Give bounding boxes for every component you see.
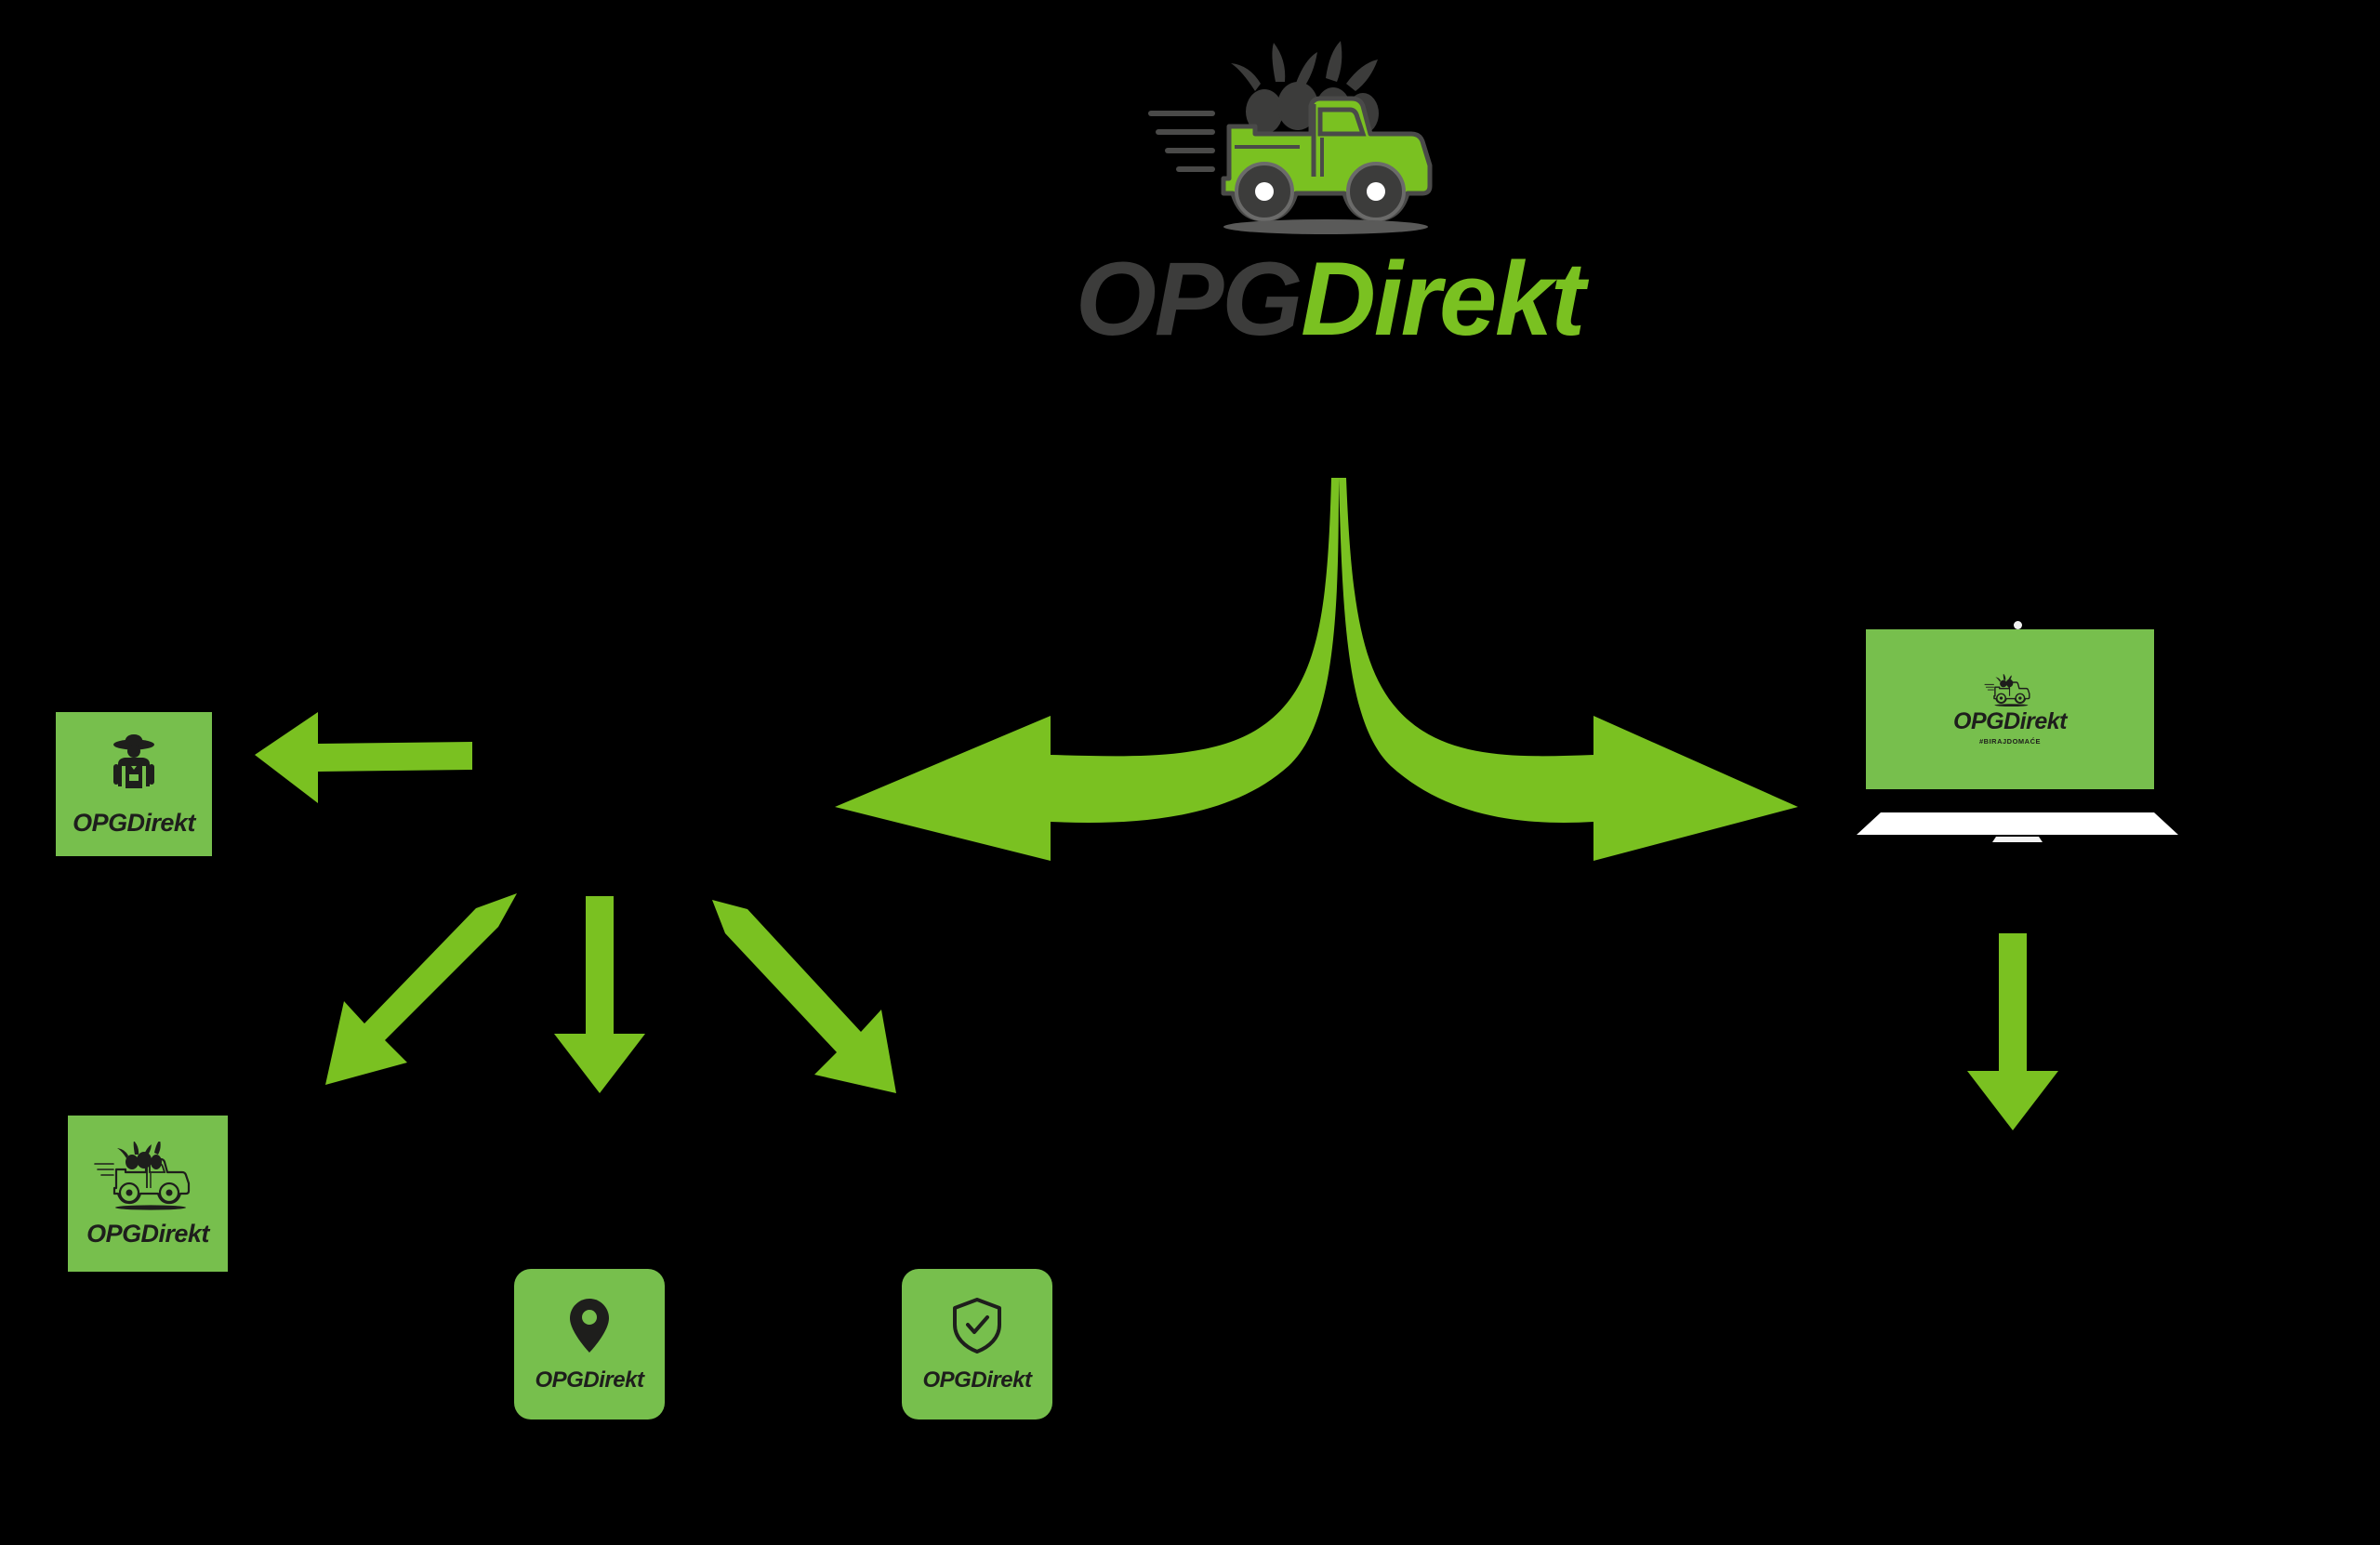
tile-wordmark-direkt: Direkt: [971, 1367, 1032, 1393]
tile-wordmark-opg: OPG: [86, 1219, 141, 1248]
curved-arrow-pointing-left: [835, 478, 1339, 861]
location-pin-icon: [570, 1299, 609, 1353]
arrow-pointing-down: [1967, 933, 2058, 1130]
laptop-base: [1857, 812, 2178, 842]
laptop-screen: OPGDirekt #BIRAJDOMAĆE: [1866, 629, 2154, 789]
tile-wordmark: OPGDirekt: [86, 1221, 209, 1247]
arrow-pointing-down: [554, 896, 645, 1093]
arrow-pointing-down-left: [325, 893, 517, 1085]
tile-wordmark: OPGDirekt: [535, 1367, 644, 1393]
tile-wordmark-direkt: Direkt: [140, 1219, 210, 1248]
tile-wordmark-opg: OPG: [535, 1367, 584, 1393]
tile-location[interactable]: OPGDirekt: [514, 1269, 665, 1420]
laptop-screen-wordmark-direkt: Direkt: [2003, 707, 2067, 734]
tile-wordmark-direkt: Direkt: [126, 809, 196, 837]
tile-delivery[interactable]: OPGDirekt: [68, 1116, 228, 1272]
tile-wordmark-direkt: Direkt: [583, 1367, 644, 1393]
delivery-truck-with-vegetables-icon: [1148, 41, 1433, 234]
tile-farmer[interactable]: OPGDirekt: [56, 712, 212, 856]
laptop-screen-wordmark-opg: OPG: [1953, 707, 2004, 734]
webcam-dot-icon: [2013, 621, 2022, 629]
delivery-truck-icon: [1984, 673, 2030, 706]
delivery-truck-icon: [94, 1141, 191, 1210]
hero-logo: OPGDirekt: [1032, 37, 1627, 390]
laptop-screen-tagline: #BIRAJDOMAĆE: [1978, 736, 2041, 746]
hero-wordmark-opg: OPG: [1075, 241, 1302, 357]
arrow-pointing-left: [255, 712, 472, 803]
shield-check-icon: [953, 1298, 1001, 1354]
curved-arrow-pointing-right: [1339, 478, 1798, 861]
tile-quality[interactable]: OPGDirekt: [902, 1269, 1052, 1420]
tile-wordmark: OPGDirekt: [922, 1367, 1032, 1393]
laptop-screen-wordmark: OPGDirekt: [1953, 707, 2067, 734]
hero-wordmark: OPGDirekt: [1032, 247, 1627, 351]
farmer-icon: [113, 734, 154, 788]
tile-wordmark-opg: OPG: [73, 809, 127, 837]
arrow-pointing-down-right: [712, 900, 896, 1093]
tile-wordmark-opg: OPG: [922, 1367, 972, 1393]
tile-wordmark: OPGDirekt: [73, 811, 195, 836]
laptop-icon[interactable]: OPGDirekt #BIRAJDOMAĆE: [1836, 604, 2199, 874]
hero-wordmark-direkt: Direkt: [1301, 241, 1585, 357]
